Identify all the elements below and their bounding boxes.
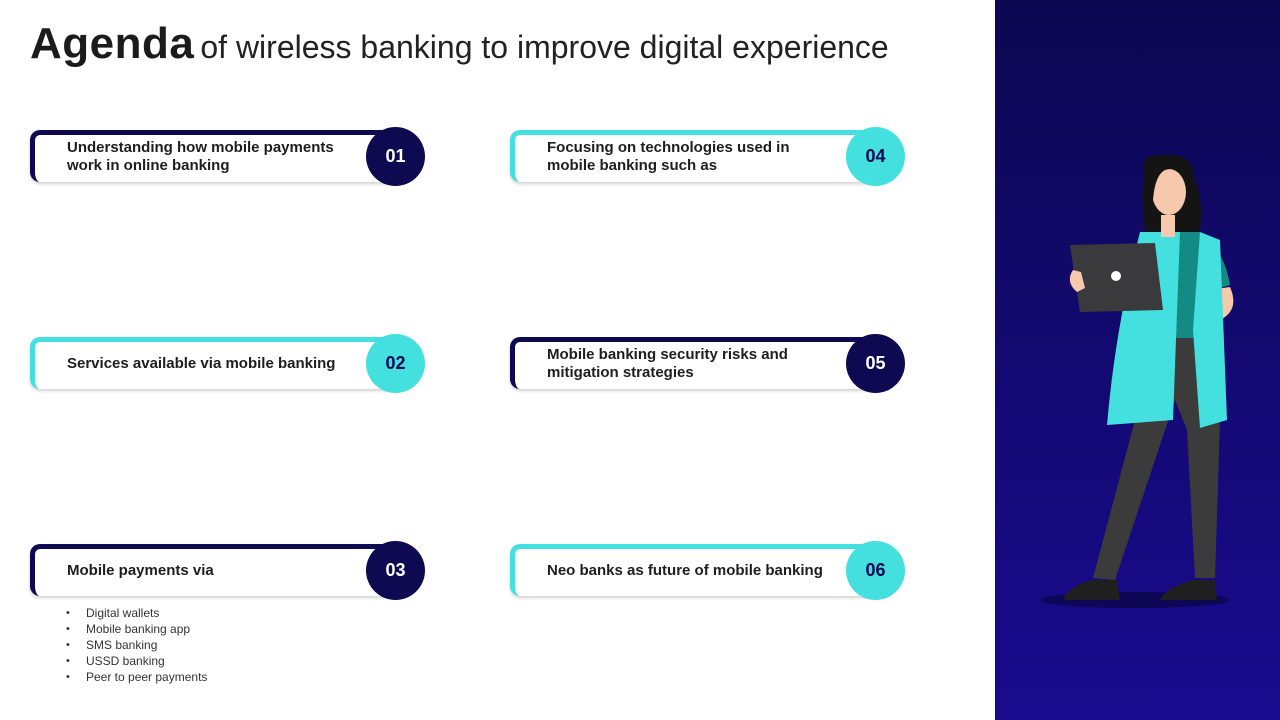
agenda-item-box	[30, 130, 396, 182]
agenda-item-box	[510, 130, 876, 182]
woman-with-laptop-illustration	[1040, 154, 1234, 608]
agenda-number-badge: 03	[366, 541, 425, 600]
agenda-item-box	[30, 544, 396, 596]
agenda-number-badge: 04	[846, 127, 905, 186]
agenda-item-text: Mobile payments via	[67, 562, 214, 579]
side-panel	[995, 0, 1280, 720]
agenda-number-badge: 01	[366, 127, 425, 186]
agenda-item-box	[510, 337, 876, 389]
list-item: Mobile banking app	[66, 621, 207, 637]
agenda-item-06: Neo banks as future of mobile banking 06	[510, 541, 905, 600]
list-item: USSD banking	[66, 653, 207, 669]
list-item: Digital wallets	[66, 605, 207, 621]
agenda-item-04: Focusing on technologies used in mobile …	[510, 127, 905, 186]
agenda-number-badge: 05	[846, 334, 905, 393]
agenda-number-badge: 02	[366, 334, 425, 393]
list-item: Peer to peer payments	[66, 669, 207, 685]
agenda-item-text: Services available via mobile banking	[67, 355, 336, 372]
title-strong: Agenda	[30, 19, 195, 68]
list-item: SMS banking	[66, 637, 207, 653]
agenda-number-badge: 06	[846, 541, 905, 600]
agenda-item-text: Focusing on technologies used in mobile …	[547, 139, 790, 174]
agenda-item-03: Mobile payments via 03	[30, 541, 425, 600]
agenda-item-text: Mobile banking security risks and mitiga…	[547, 346, 788, 381]
payment-methods-list: Digital wallets Mobile banking app SMS b…	[66, 605, 207, 685]
agenda-item-05: Mobile banking security risks and mitiga…	[510, 334, 905, 393]
agenda-item-02: Services available via mobile banking 02	[30, 334, 425, 393]
agenda-item-box	[30, 337, 396, 389]
agenda-item-01: Understanding how mobile payments work i…	[30, 127, 425, 186]
agenda-item-box	[510, 544, 876, 596]
agenda-item-text: Neo banks as future of mobile banking	[547, 562, 823, 579]
title-rest: of wireless banking to improve digital e…	[200, 29, 889, 65]
agenda-item-text: Understanding how mobile payments work i…	[67, 139, 334, 174]
